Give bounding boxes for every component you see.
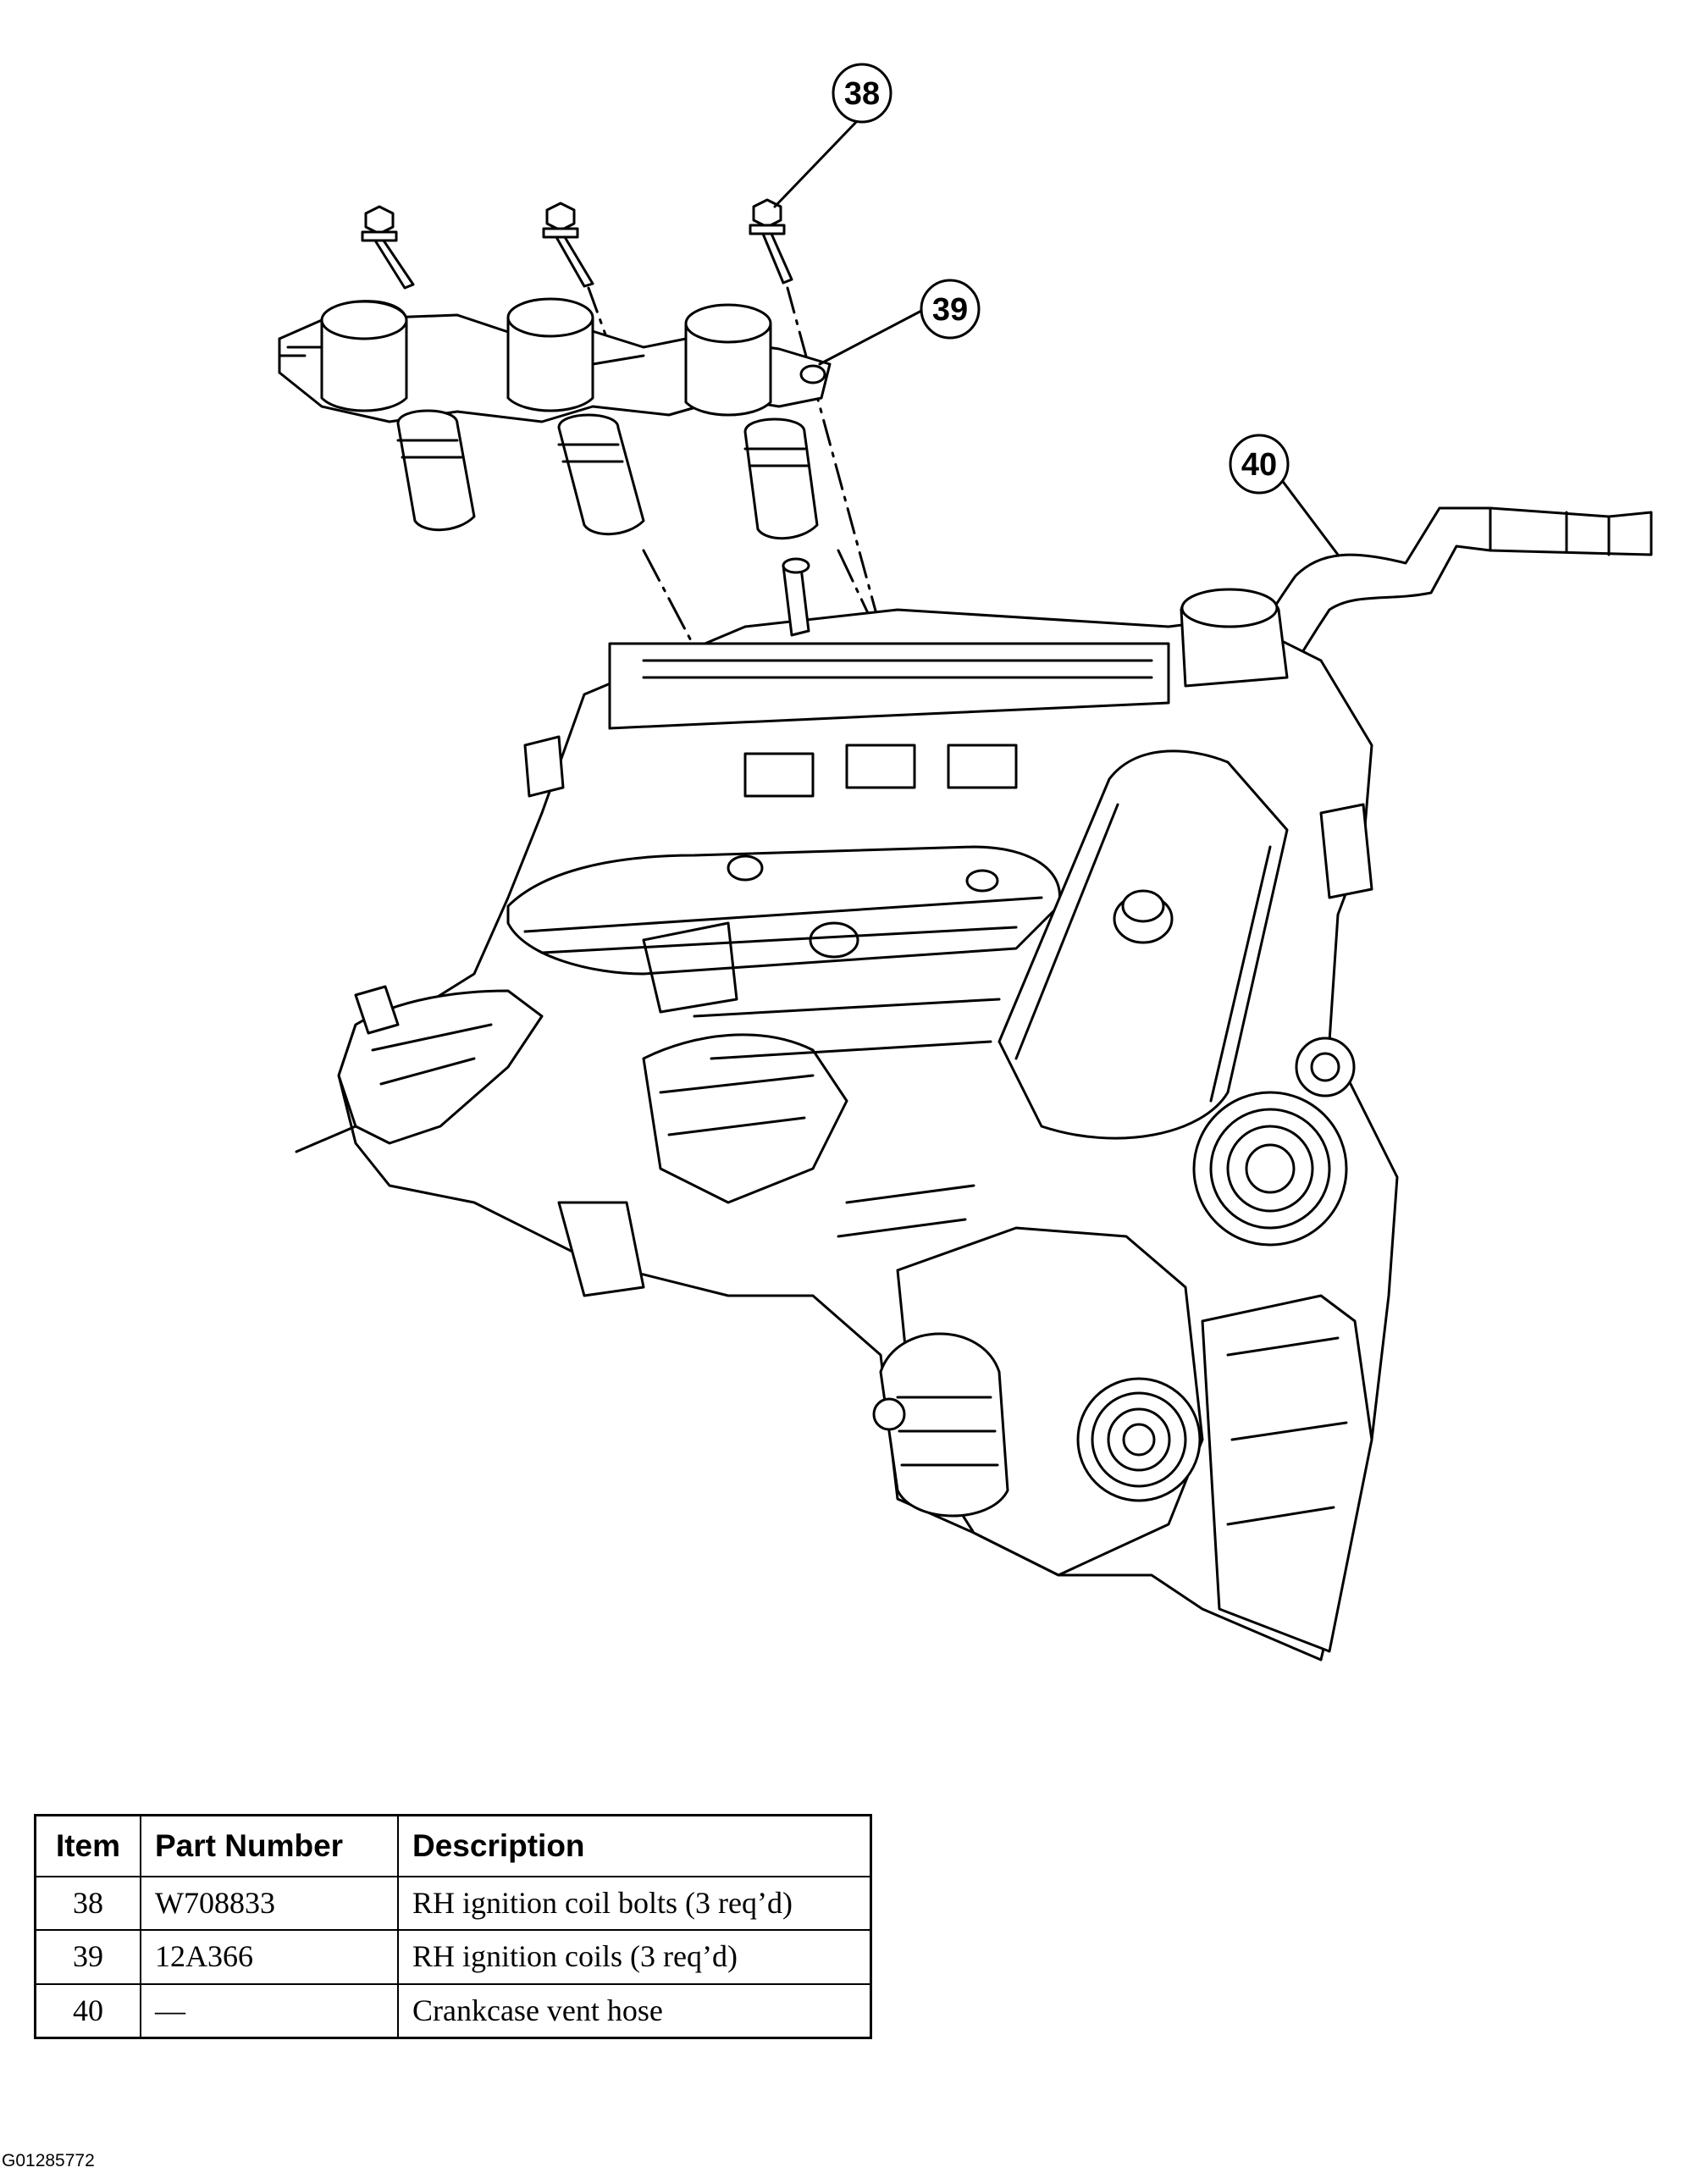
- engine-block: [295, 557, 1399, 1661]
- cell-part-number: 12A366: [140, 1929, 399, 1985]
- figure-id: G01285772: [2, 2151, 95, 2170]
- svg-text:39: 39: [932, 292, 968, 328]
- table-header-row: Item Part Number Description: [34, 1814, 872, 1877]
- cell-description: Crankcase vent hose: [397, 1982, 872, 2039]
- cell-description: RH ignition coils (3 req’d): [397, 1929, 872, 1985]
- parts-table: Item Part Number Description 38 W708833 …: [34, 1814, 872, 2040]
- cell-description: RH ignition coil bolts (3 req’d): [397, 1875, 872, 1932]
- cell-item: 38: [34, 1875, 141, 1932]
- svg-text:38: 38: [844, 76, 880, 112]
- callout-39: 39: [920, 279, 981, 340]
- cell-item: 39: [34, 1929, 141, 1985]
- svg-text:40: 40: [1241, 447, 1277, 483]
- header-description: Description: [397, 1814, 872, 1877]
- coil-bolt-1: [361, 205, 415, 290]
- header-item: Item: [34, 1814, 141, 1877]
- cell-part-number: W708833: [140, 1875, 399, 1932]
- engine-exploded-view: 38 39 40: [278, 63, 1653, 1661]
- coil-bolt-2: [542, 202, 594, 288]
- table-row: 39 12A366 RH ignition coils (3 req’d): [34, 1929, 872, 1985]
- ignition-coil-pack: [278, 297, 832, 540]
- callout-38: 38: [832, 63, 892, 124]
- cell-item: 40: [34, 1982, 141, 2039]
- header-part-number: Part Number: [140, 1814, 399, 1877]
- table-row: 40 — Crankcase vent hose: [34, 1982, 872, 2039]
- callout-40: 40: [1229, 434, 1290, 495]
- coil-bolt-3: [749, 198, 793, 285]
- cell-part-number: —: [140, 1982, 399, 2039]
- table-row: 38 W708833 RH ignition coil bolts (3 req…: [34, 1875, 872, 1932]
